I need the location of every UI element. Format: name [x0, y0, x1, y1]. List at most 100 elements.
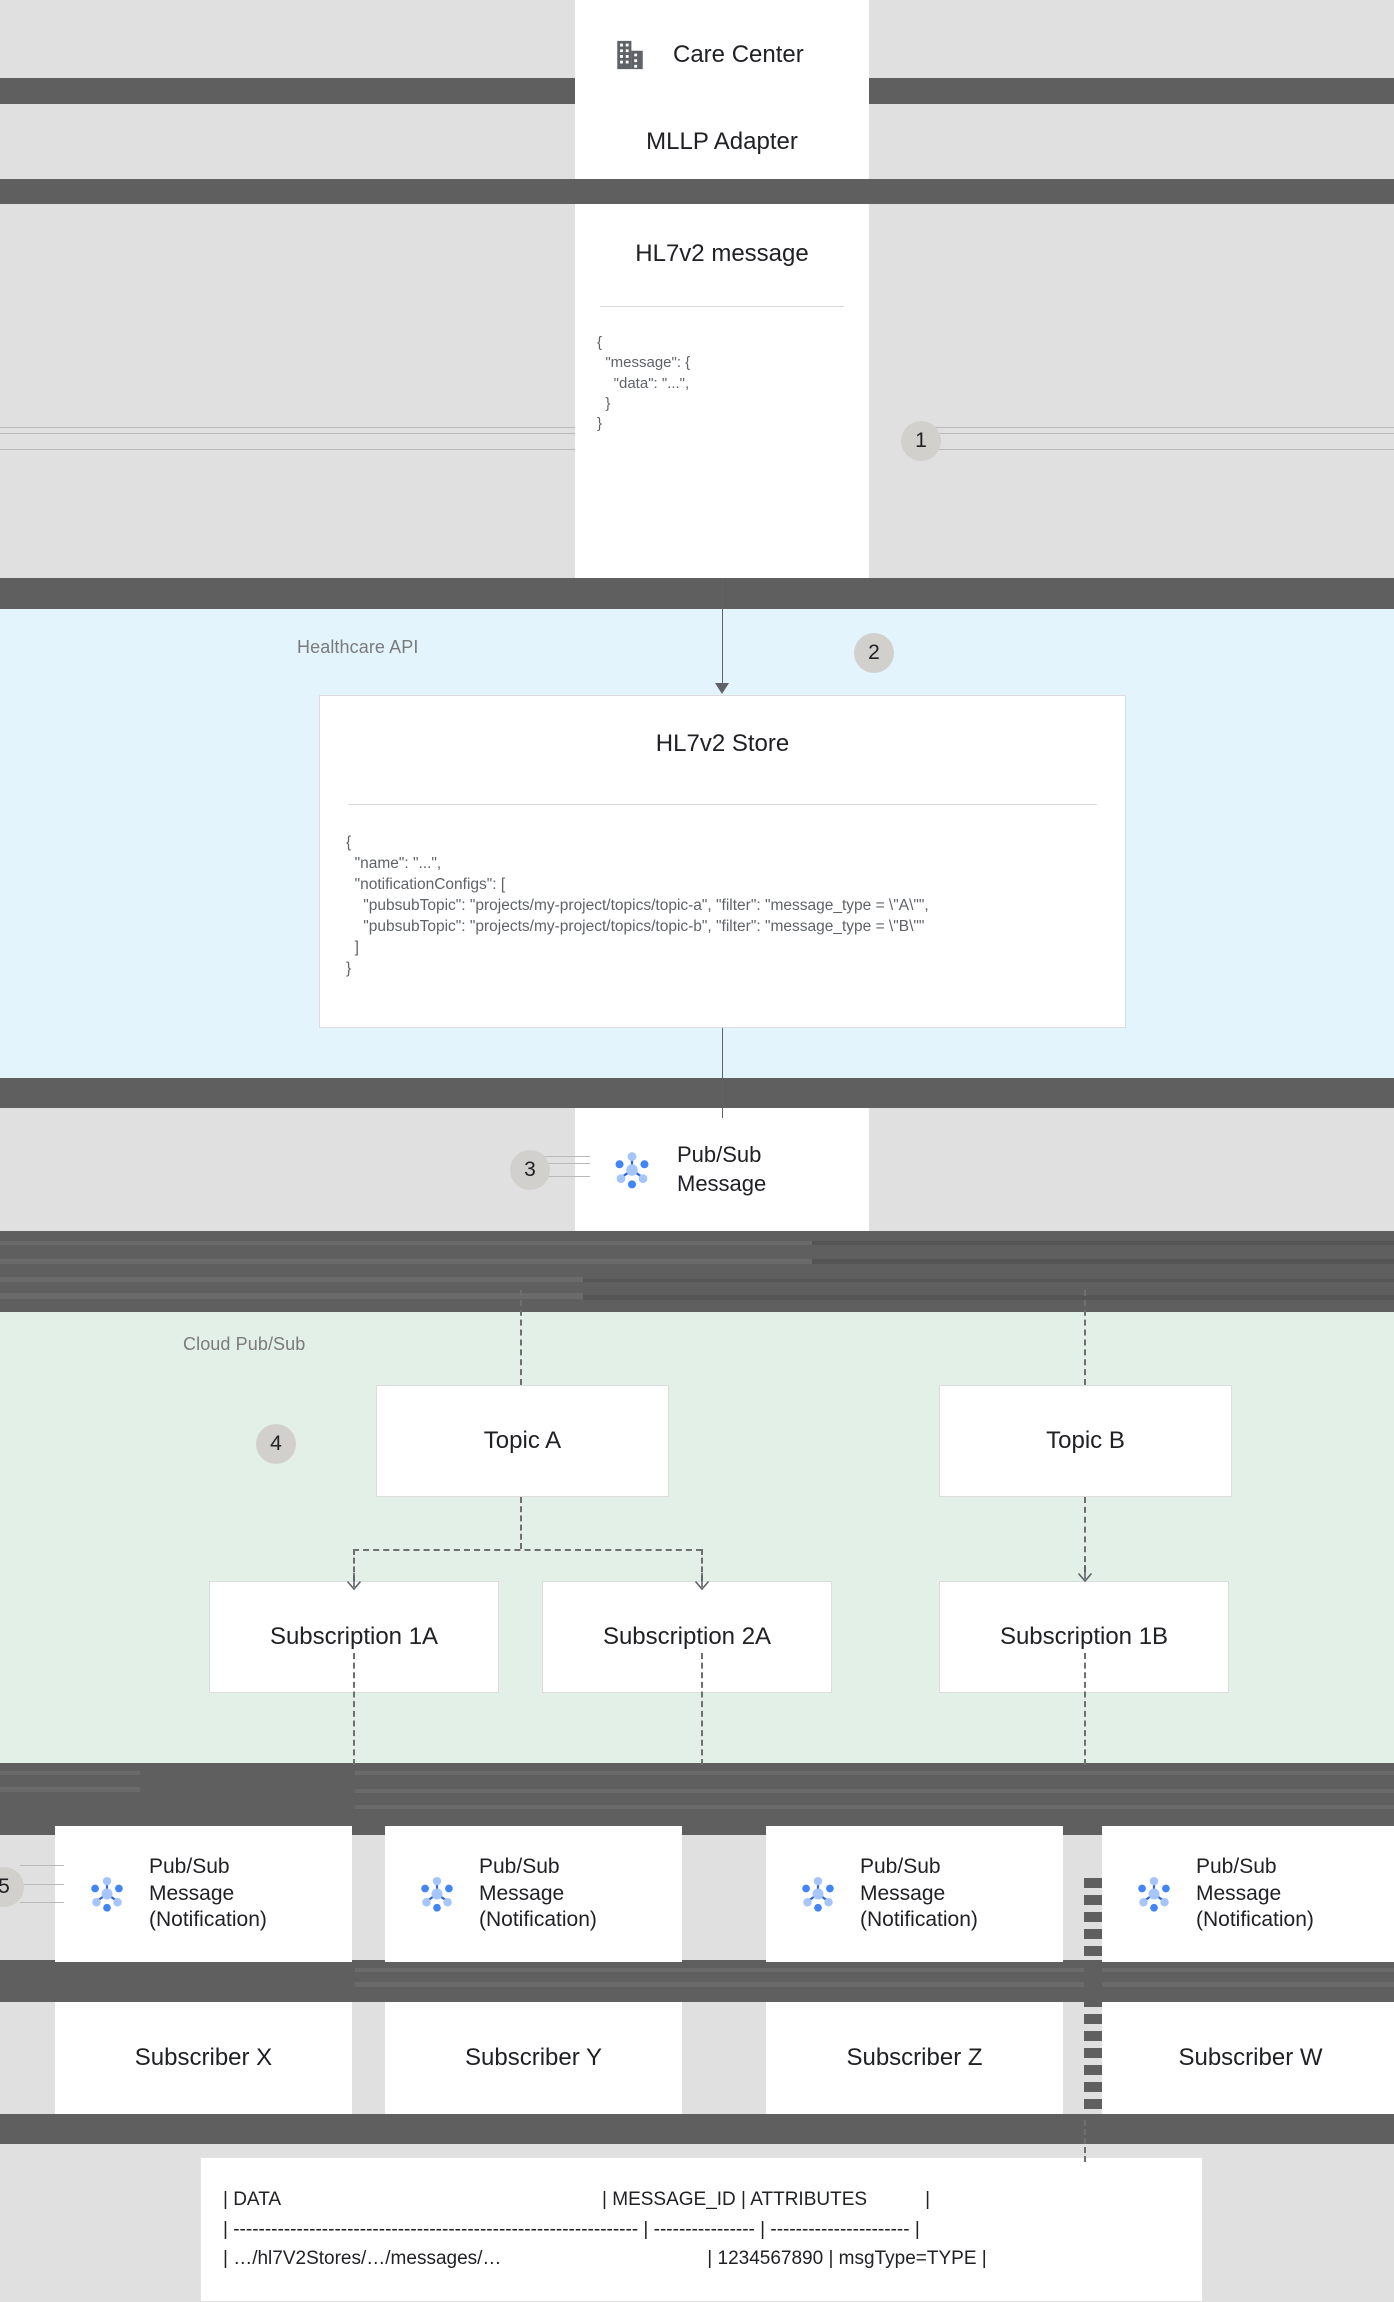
hl7v2-store-title: HL7v2 Store — [655, 730, 790, 757]
band-3 — [0, 578, 1394, 609]
node-notification-4[interactable]: Pub/Sub Message (Notification) — [1102, 1826, 1394, 1962]
pubsub-message-label: Pub/Sub Message — [677, 1142, 767, 1196]
subscriber-x-label: Subscriber X — [134, 2044, 273, 2071]
connector-pubsub-to-topic-a — [520, 1290, 522, 1385]
subscription-2a-label: Subscription 2A — [602, 1623, 772, 1650]
subscriber-w-label: Subscriber W — [1178, 2044, 1323, 2071]
node-subscriber-w[interactable]: Subscriber W — [1102, 2002, 1394, 2114]
zone-cloud-pubsub — [0, 1312, 1394, 1763]
band-6 — [0, 1763, 1394, 1835]
hl7v2-message-title: HL7v2 message — [635, 240, 809, 267]
arrowhead-subscription-1b — [1077, 1565, 1093, 1583]
connector-topic-b-to-subscription-1b — [1084, 1497, 1086, 1572]
hl7v2-message-code: { "message": { "data": "...", } } — [597, 334, 691, 432]
terminal-output-text: | DATA | MESSAGE_ID | ATTRIBUTES | | ---… — [223, 2189, 987, 2270]
band-stripe — [0, 1771, 140, 1775]
arrowhead-to-store — [715, 683, 729, 694]
node-subscriber-z[interactable]: Subscriber Z — [766, 2002, 1063, 2114]
pubsub-icon — [615, 1151, 649, 1188]
band-stripe — [355, 1805, 1394, 1809]
subscription-1b-label: Subscription 1B — [999, 1623, 1169, 1650]
band-8 — [0, 2114, 1394, 2144]
connector-to-terminal — [1084, 2120, 1086, 2162]
badge-3: 3 — [510, 1150, 550, 1190]
badge-5-leader — [20, 1865, 64, 1866]
notification-2-label: Pub/Sub Message (Notification) — [479, 1854, 597, 1932]
band-4 — [0, 1078, 1394, 1108]
connector-to-subscription-1a — [353, 1549, 355, 1581]
node-subscriber-y[interactable]: Subscriber Y — [385, 2002, 682, 2114]
connector-sub1b-down — [1084, 1653, 1086, 1765]
node-topic-a[interactable]: Topic A — [376, 1385, 669, 1497]
node-care-center[interactable]: Care Center — [575, 0, 869, 110]
band-stripe — [355, 1968, 1394, 1972]
badge-5-leader — [20, 1902, 64, 1903]
connector-to-subscription-2a — [701, 1549, 703, 1581]
node-notification-2[interactable]: Pub/Sub Message (Notification) — [385, 1826, 682, 1962]
band-stripe — [0, 1293, 583, 1299]
badge-1: 1 — [901, 421, 941, 461]
hl7v2-store-divider — [348, 804, 1097, 805]
badge-3-leader — [530, 1156, 590, 1157]
topic-a-label: Topic A — [483, 1427, 562, 1454]
mllp-adapter-label: MLLP Adapter — [646, 127, 798, 155]
band-stripe — [0, 1787, 140, 1792]
badge-1-leader — [921, 433, 1394, 434]
hl7v2-message-divider — [600, 306, 844, 307]
node-mllp-adapter[interactable]: MLLP Adapter — [575, 104, 869, 179]
zone-label-cloud-pubsub: Cloud Pub/Sub — [183, 1334, 306, 1354]
arrowhead-subscription-2a — [694, 1573, 710, 1591]
node-hl7v2-store[interactable]: HL7v2 Store { "name": "...", "notificati… — [319, 695, 1126, 1028]
topic-b-label: Topic B — [1046, 1427, 1125, 1454]
pubsub-icon — [421, 1876, 453, 1912]
band-5 — [0, 1231, 1394, 1312]
connector-topic-a-fork — [353, 1549, 702, 1551]
connector-pubsub-to-topic-b — [1084, 1290, 1086, 1385]
node-topic-b[interactable]: Topic B — [939, 1385, 1232, 1497]
band-stripe — [0, 1277, 583, 1282]
band-stripe — [0, 1259, 812, 1264]
band-stripe — [812, 1241, 1394, 1245]
connector-sub1a-down — [353, 1653, 355, 1765]
pubsub-icon — [91, 1876, 123, 1912]
node-notification-1[interactable]: Pub/Sub Message (Notification) — [55, 1826, 352, 1962]
pubsub-icon — [1138, 1876, 1170, 1912]
node-subscription-2a[interactable]: Subscription 2A — [542, 1581, 832, 1693]
zone-label-healthcare-api: Healthcare API — [297, 637, 419, 657]
band-2 — [0, 179, 1394, 204]
notification-4-label: Pub/Sub Message (Notification) — [1196, 1854, 1314, 1932]
connector-sub2a-down — [701, 1653, 703, 1765]
band-7 — [0, 1960, 1394, 2002]
node-notification-3[interactable]: Pub/Sub Message (Notification) — [766, 1826, 1063, 1962]
band-stripe — [355, 1771, 1394, 1775]
badge-1-leader-left — [0, 427, 575, 428]
badge-3-leader — [530, 1163, 590, 1164]
badge-1-leader-left — [0, 433, 575, 434]
badge-3-leader — [530, 1176, 590, 1177]
connector-store-to-pubsub — [722, 1028, 723, 1118]
pubsub-icon — [802, 1876, 834, 1912]
notification-3-label: Pub/Sub Message (Notification) — [860, 1854, 978, 1932]
subscription-1a-label: Subscription 1A — [269, 1623, 439, 1650]
band-stripe — [355, 1982, 1394, 1987]
care-center-label: Care Center — [673, 40, 804, 68]
band-stripe — [583, 1279, 1394, 1282]
building-icon — [617, 40, 643, 70]
band-stripe — [812, 1259, 1394, 1264]
subscriber-y-label: Subscriber Y — [465, 2044, 602, 2071]
hl7v2-store-code: { "name": "...", "notificationConfigs": … — [346, 834, 929, 977]
node-pubsub-message[interactable]: Pub/Sub Message — [575, 1108, 869, 1231]
badge-1-leader-left — [0, 449, 575, 450]
connector-topic-a-stem — [520, 1497, 522, 1549]
badge-5-leader — [20, 1884, 64, 1885]
band-stripe — [583, 1295, 1394, 1300]
arrowhead-subscription-1a — [346, 1573, 362, 1591]
connector-message-to-store — [722, 578, 723, 685]
badge-2: 2 — [854, 633, 894, 673]
node-subscriber-x[interactable]: Subscriber X — [55, 2002, 352, 2114]
badge-1-leader — [921, 427, 1394, 428]
notification-1-label: Pub/Sub Message (Notification) — [149, 1854, 267, 1932]
node-hl7v2-message[interactable]: HL7v2 message { "message": { "data": "..… — [575, 204, 869, 578]
band-stripe — [0, 1241, 812, 1245]
